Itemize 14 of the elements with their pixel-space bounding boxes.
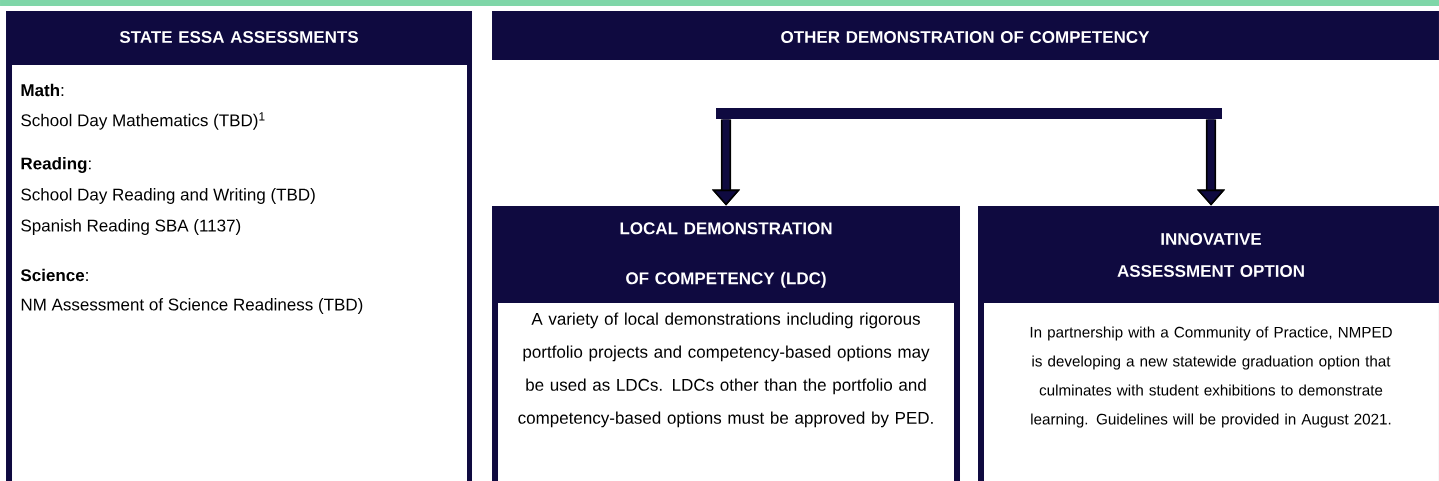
- description: In partnership with a Community of Practice, NMPED is developing a new statewide graduation option that culminates with student exhibitions to demonstrate learning. Guidelines will be provided in August 2021.: [1030, 326, 1392, 428]
- description: A variety of local demonstrations including rigorous portfolio projects and competency-based options may be used as LDCs. LDCs other than the portfolio and competency-based options must be approved by PED.: [518, 312, 933, 428]
- list-item: School Day Mathematics (TBD)$^{1}$: [21, 112, 265, 130]
- list-item: Spanish Reading SBA (1137): [21, 219, 241, 235]
- bar: [716, 108, 1222, 119]
- list-item: School Day Reading and Writing (TBD): [21, 188, 315, 204]
- heading: LOCAL DEMONSTRATION OF COMPETENCY (LDC): [620, 222, 832, 288]
- list-item: Science:: [20, 268, 88, 282]
- list-item: NM Assessment of Science Readiness (TBD): [21, 298, 363, 314]
- list-item: Math:: [21, 83, 64, 97]
- heading: INNOVATIVE ASSESSMENT OPTION: [1117, 233, 1304, 277]
- heading: STATE ESSA ASSESSMENTS: [119, 31, 358, 43]
- heading: OTHER DEMONSTRATION OF COMPETENCY: [781, 31, 1150, 43]
- list-item: Reading:: [21, 157, 91, 173]
